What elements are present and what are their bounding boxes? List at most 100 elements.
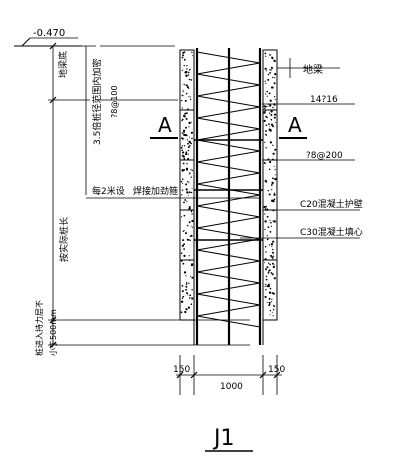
pile-body [179,48,278,345]
lining-stipple [264,285,266,287]
lining-stipple [263,111,266,114]
lining-stipple [274,264,275,266]
lining-stipple [266,301,268,303]
lining-stipple [269,314,271,316]
lining-stipple [181,189,184,191]
lining-stipple [185,151,188,154]
lining-stipple [190,263,194,266]
lining-stipple [187,142,189,145]
lining-stipple [264,52,267,55]
lining-stipple [185,285,188,288]
lining-stipple [268,193,271,196]
section-letter-left: A [158,113,172,137]
core-concrete-label: C30混凝土填心 [300,226,363,238]
lining-stipple [188,126,190,128]
lining-stipple [270,66,273,69]
lining-stipple [272,240,275,243]
weld-ring-label: 焊接加劲箍 [133,185,178,197]
lining-stipple [274,73,277,76]
lining-stipple [264,179,267,182]
lining-stipple [271,86,274,89]
stirrup-spec-label: ?8@200 [306,151,343,161]
lining-stipple [264,245,267,248]
lining-stipple [182,230,185,232]
lining-stipple [267,78,270,81]
lining-stipple [187,306,190,309]
lining-stipple [189,144,191,147]
lining-stipple [274,77,276,79]
lining-stipple [183,243,186,246]
lining-stipple [184,99,187,102]
lining-stipple [184,199,187,201]
lining-stipple [263,119,266,122]
lining-stipple [271,245,273,247]
lining-stipple [187,74,190,76]
lining-stipple [185,126,187,129]
lining-stipple [180,252,183,254]
lining-stipple [268,123,270,125]
lining-stipple [181,145,184,147]
lining-stipple [190,191,193,194]
lining-stipple [272,308,275,311]
lining-stipple [186,169,188,171]
lining-stipple [267,226,270,229]
lining-stipple [185,92,188,95]
lining-stipple [264,80,266,82]
lining-stipple [191,226,193,228]
right-callouts: 地梁 14?16 ?8@200 C20混凝土护壁 C30混凝土填心 [240,58,363,239]
lining-stipple [182,295,185,298]
lining-stipple [180,300,184,303]
lining-stipple [265,70,267,72]
lining-stipple [181,244,184,247]
lining-stipple [274,113,277,116]
lining-stipple [266,134,268,136]
drawing-title: J1 [205,426,253,452]
lining-stipple [185,152,188,156]
lining-stipple [181,284,184,287]
lining-stipple [188,206,191,208]
elevation-label: -0.470 [33,28,65,39]
lining-stipple [188,191,191,194]
lining-stipple [271,200,274,202]
lining-stipple [263,162,266,164]
lining-stipple [269,72,271,74]
lining-stipple [271,56,274,59]
lining-stipple [185,70,188,74]
lining-stipple [185,288,188,291]
lining-stipple [186,292,188,295]
lining-stipple [181,170,184,172]
lining-stipple [266,95,268,97]
lining-stipple [190,176,192,178]
lining-stipple [266,266,269,269]
lining-stipple [190,79,193,81]
lining-stipple [180,180,183,183]
lining-stipple [272,76,274,79]
lining-stipple [182,118,184,121]
lining-stipple [180,216,183,218]
lining-stipple [272,144,274,146]
lining-stipple [270,184,273,186]
lining-stipple [266,90,269,93]
lining-stipple [191,137,193,140]
lining-stipple [273,59,275,61]
lining-stipple [185,188,188,191]
lining-stipple [270,118,273,121]
lining-stipple [270,69,272,71]
lining-stipple [182,90,184,92]
lining-stipple [185,283,188,285]
left-dimension-chain [48,42,250,349]
lining-stipple [264,110,266,112]
lining-stipple [266,216,268,218]
lining-stipple [265,133,267,136]
lining-stipple [272,255,275,257]
lining-stipple [185,308,188,311]
lining-stipple [183,83,185,86]
lining-stipple [272,106,274,109]
lining-stipple [265,130,267,132]
lining-stipple [265,93,267,95]
lining-stipple [268,92,271,95]
lining-stipple [188,172,191,175]
lining-stipple [188,255,190,257]
lining-stipple [181,178,184,180]
